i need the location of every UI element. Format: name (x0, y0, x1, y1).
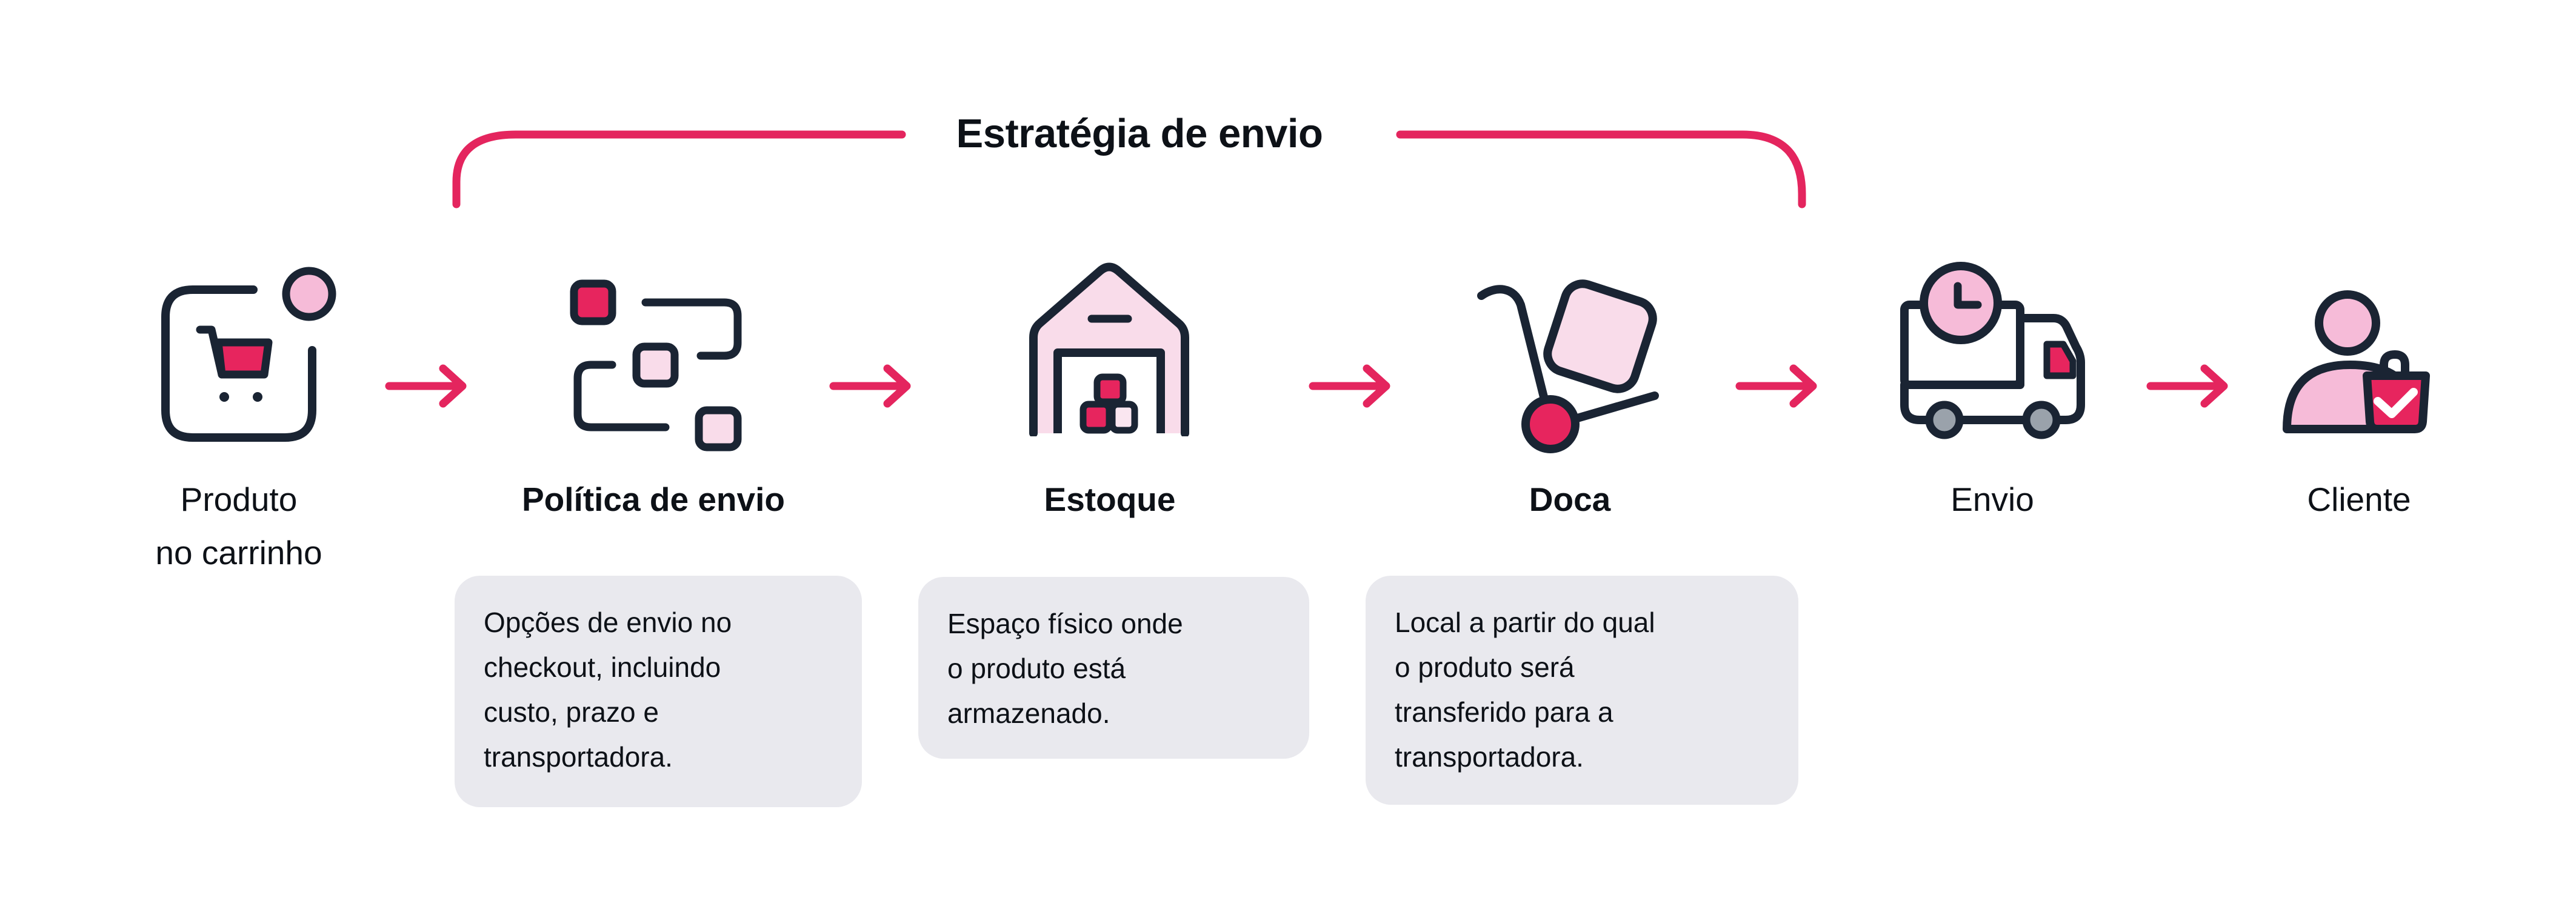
description-dock: Local a partir do qual o produto será tr… (1366, 576, 1798, 805)
arrow-right-icon (1309, 364, 1390, 408)
step-label-customer: Cliente (2307, 481, 2411, 518)
dolly-icon (1477, 279, 1659, 453)
step-label-stock: Estoque (1044, 481, 1176, 518)
step-label-product-in-cart: Produto no carrinho (155, 481, 322, 571)
cart-icon (161, 267, 336, 442)
delivery-truck-icon (1900, 262, 2085, 439)
warehouse-icon (1029, 262, 1189, 436)
diagram-title: Estratégia de envio (956, 111, 1323, 156)
description-shipping-policy: Opções de envio no checkout, incluindo c… (455, 576, 862, 807)
strategy-bracket (452, 130, 1806, 208)
arrow-right-icon (2146, 364, 2228, 408)
arrow-right-icon (385, 364, 467, 408)
arrow-right-icon (1735, 364, 1817, 408)
step-label-shipping: Envio (1950, 481, 2034, 518)
customer-icon (2283, 290, 2430, 433)
step-label-dock: Doca (1529, 481, 1611, 518)
description-stock: Espaço físico onde o produto está armaze… (918, 577, 1309, 759)
step-label-shipping-policy: Política de envio (521, 481, 785, 518)
shipping-policy-icon (570, 279, 742, 451)
arrow-right-icon (829, 364, 911, 408)
